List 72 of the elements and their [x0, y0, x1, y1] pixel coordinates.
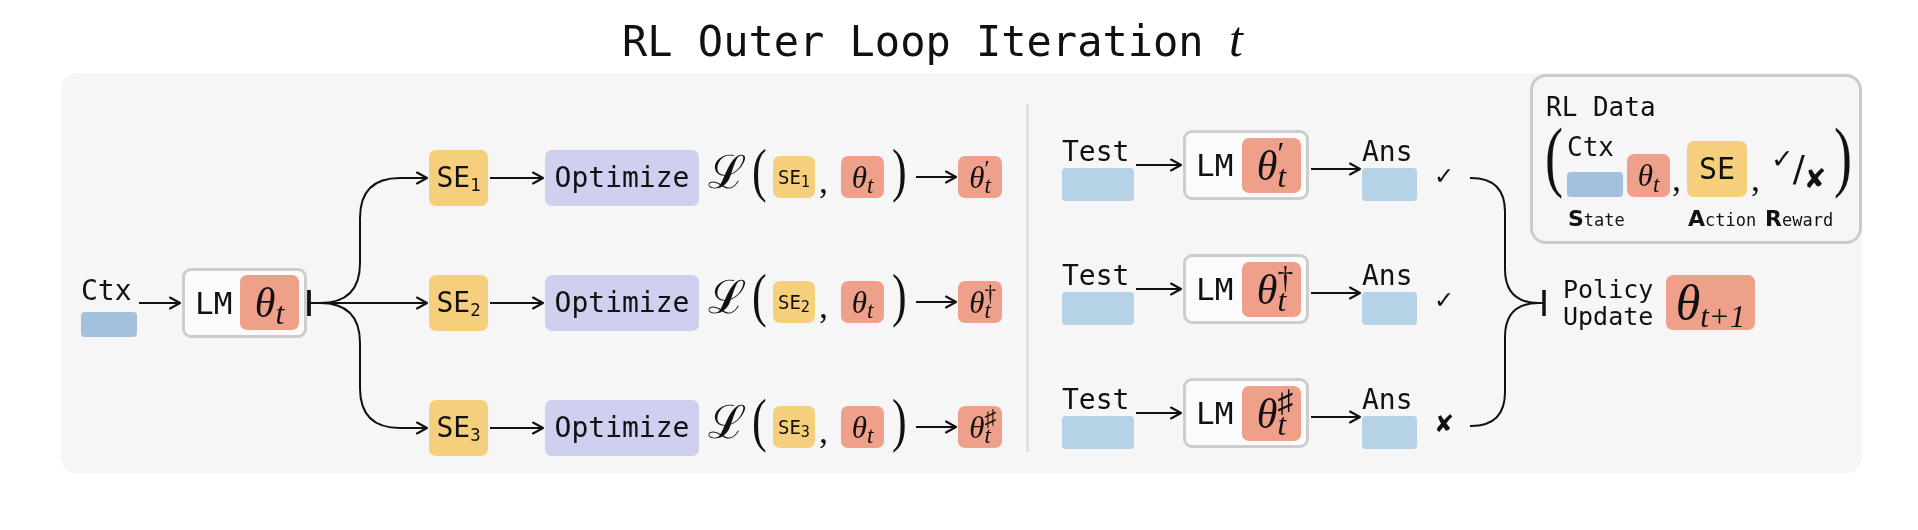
optimize-box: Optimize: [545, 150, 699, 206]
node-label: Test: [1062, 137, 1130, 167]
arrow: [1310, 410, 1361, 424]
node-label: Ans: [1362, 137, 1413, 167]
node-label: Ans: [1362, 385, 1413, 415]
branch-arrow: [307, 288, 428, 435]
result-mark: ✓: [1434, 164, 1455, 188]
role-label: State: [1568, 207, 1625, 232]
parameter-tile: θ$_{t}$: [841, 281, 884, 323]
node-label: LM: [1196, 147, 1234, 183]
model-box: [1183, 378, 1309, 448]
diagram-title: RL Outer Loop Iteration t: [622, 12, 1243, 69]
comma: ,: [1672, 161, 1681, 197]
node-label: Policy Update: [1546, 274, 1660, 332]
node-label: Ctx: [81, 276, 132, 306]
arrow: [915, 170, 957, 184]
node-label: Test: [1062, 261, 1130, 291]
node-label: Ans: [1362, 261, 1413, 291]
arrow: [1310, 286, 1361, 300]
arrow: [489, 296, 544, 310]
loss-symbol: ℒ: [708, 399, 746, 445]
comma: ,: [1751, 161, 1760, 197]
model-box: [1183, 130, 1309, 200]
node-label: LM: [1196, 395, 1234, 431]
node-label: Test: [1062, 385, 1130, 415]
arrow: [1135, 158, 1182, 172]
arrow: [1135, 406, 1182, 420]
se-tile: SE: [1687, 141, 1747, 197]
parameter-tile: θ$_{t}$: [1627, 154, 1670, 197]
result-mark: ✘: [1434, 412, 1455, 436]
comma: ,: [819, 413, 828, 449]
panel-heading: RL Data: [1546, 92, 1656, 122]
se-tile: SE$_{1}$: [429, 150, 488, 206]
parenthesis: ): [892, 391, 907, 451]
role-label: Action: [1688, 207, 1757, 232]
node-label: LM: [195, 285, 233, 321]
result-mark: ✓: [1434, 288, 1455, 312]
model-box: [1183, 254, 1309, 324]
loss-symbol: ℒ: [708, 274, 746, 320]
node-label: Ctx: [1567, 132, 1614, 162]
role-label: Reward: [1765, 207, 1834, 232]
optimize-box: Optimize: [545, 400, 699, 456]
model-box: [182, 268, 307, 338]
brace-connector: [1469, 288, 1546, 427]
arrow: [915, 295, 957, 309]
parameter-tile: θ$_{t}$: [841, 156, 884, 198]
parameter-tile: θ$_{t}$: [841, 406, 884, 448]
parenthesis: (: [752, 266, 767, 326]
se-tile: SE$_{3}$: [773, 406, 815, 448]
parenthesis: (: [752, 141, 767, 201]
parenthesis: ): [892, 266, 907, 326]
parenthesis: (: [752, 391, 767, 451]
se-tile: SE$_{2}$: [429, 275, 488, 331]
se-tile: SE$_{3}$: [429, 400, 488, 456]
arrow: [915, 420, 957, 434]
comma: ,: [819, 163, 828, 199]
arrow: [138, 296, 181, 310]
parameter-tile: θ$_{t}$: [240, 275, 299, 330]
arrow: [489, 421, 544, 435]
se-tile: SE$_{2}$: [773, 281, 815, 323]
node-label: LM: [1196, 271, 1234, 307]
loss-symbol: ℒ: [708, 149, 746, 195]
parenthesis: ): [892, 141, 907, 201]
arrow: [489, 171, 544, 185]
data-panel: [1530, 74, 1862, 244]
arrow: [1135, 282, 1182, 296]
se-tile: SE$_{1}$: [773, 156, 815, 198]
optimize-box: Optimize: [545, 275, 699, 331]
comma: ,: [819, 288, 828, 324]
result-marks: $^{✓}$/$_{✘}$: [1771, 151, 1826, 187]
parameter-tile: θ$_{t+1}$: [1666, 275, 1755, 330]
arrow: [1310, 162, 1361, 176]
